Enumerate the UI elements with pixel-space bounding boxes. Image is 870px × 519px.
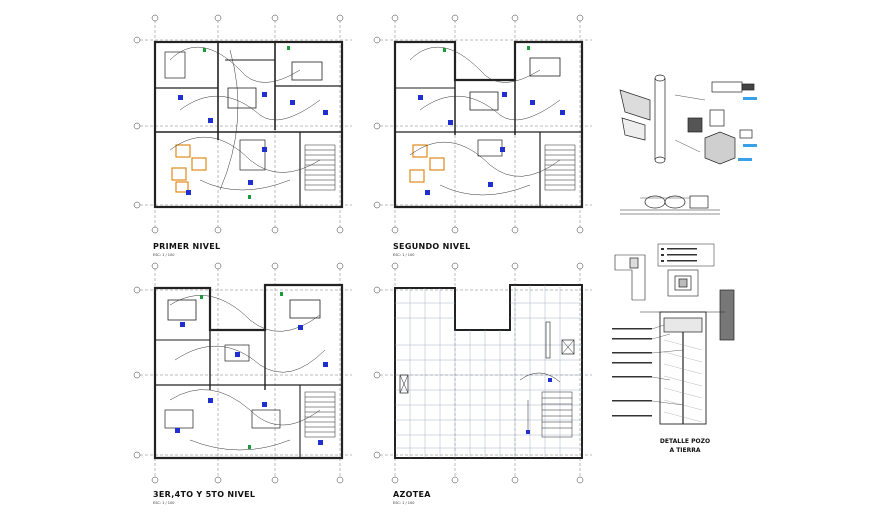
title-azotea: AZOTEA	[393, 490, 431, 499]
scale-tercer-nivel: ESC: 1 / 100	[153, 501, 175, 505]
title-primer-nivel: PRIMER NIVEL	[153, 242, 221, 251]
detail-title-line2: A TIERRA	[669, 447, 701, 454]
pozo-tierra-detail	[612, 243, 735, 425]
plan-azotea	[373, 262, 592, 484]
scale-segundo-nivel: ESC: 1 / 100	[393, 253, 415, 257]
detail-title-line1: DETALLE POZO	[659, 438, 711, 445]
scale-azotea: ESC: 1 / 100	[393, 501, 415, 505]
title-segundo-nivel: SEGUNDO NIVEL	[393, 242, 471, 251]
grounding-connection-details	[619, 74, 757, 215]
plan-primer-nivel	[133, 14, 352, 234]
title-tercer-nivel: 3ER,4TO Y 5TO NIVEL	[153, 490, 256, 499]
plan-segundo-nivel	[373, 14, 592, 234]
scale-primer-nivel: ESC: 1 / 100	[153, 253, 175, 257]
plan-tercer-nivel	[133, 262, 352, 484]
